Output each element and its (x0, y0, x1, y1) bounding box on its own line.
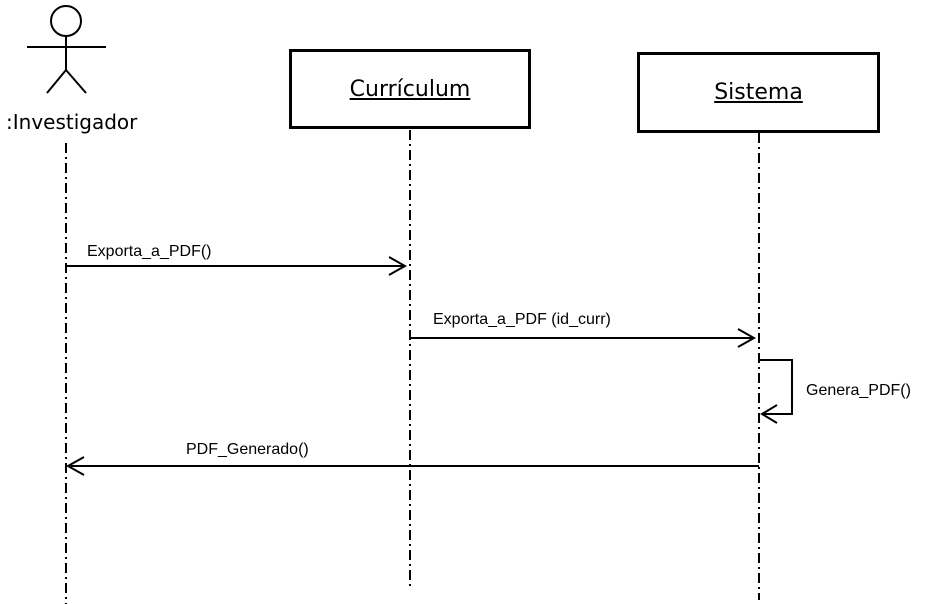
message-label-genera: Genera_PDF() (806, 382, 911, 399)
message-label-exporta: Exporta_a_PDF() (87, 243, 212, 260)
message-arrow-exporta (66, 256, 408, 276)
arrowhead-open-icon (65, 456, 85, 476)
actor-label: :Investigador (6, 110, 138, 134)
message-label-exporta-id: Exporta_a_PDF (id_curr) (433, 311, 611, 328)
message-arrow-genera-self (759, 359, 793, 424)
arrowhead-open-icon (760, 404, 778, 424)
actor-left-leg (46, 69, 67, 94)
message-arrow-pdf-generado (65, 456, 759, 476)
object-box-sistema: Sistema (637, 52, 880, 133)
object-label-curriculum: Currículum (349, 76, 471, 102)
actor-stick-figure-icon (27, 5, 106, 94)
arrowhead-open-icon (388, 256, 408, 276)
arrowhead-open-icon (737, 328, 757, 348)
message-arrow-exporta-id (410, 328, 757, 348)
actor-right-leg (65, 69, 87, 94)
actor-head (50, 5, 82, 37)
object-label-sistema: Sistema (714, 80, 803, 105)
object-box-curriculum: Currículum (289, 49, 531, 129)
message-label-pdf-generado: PDF_Generado() (186, 441, 309, 458)
